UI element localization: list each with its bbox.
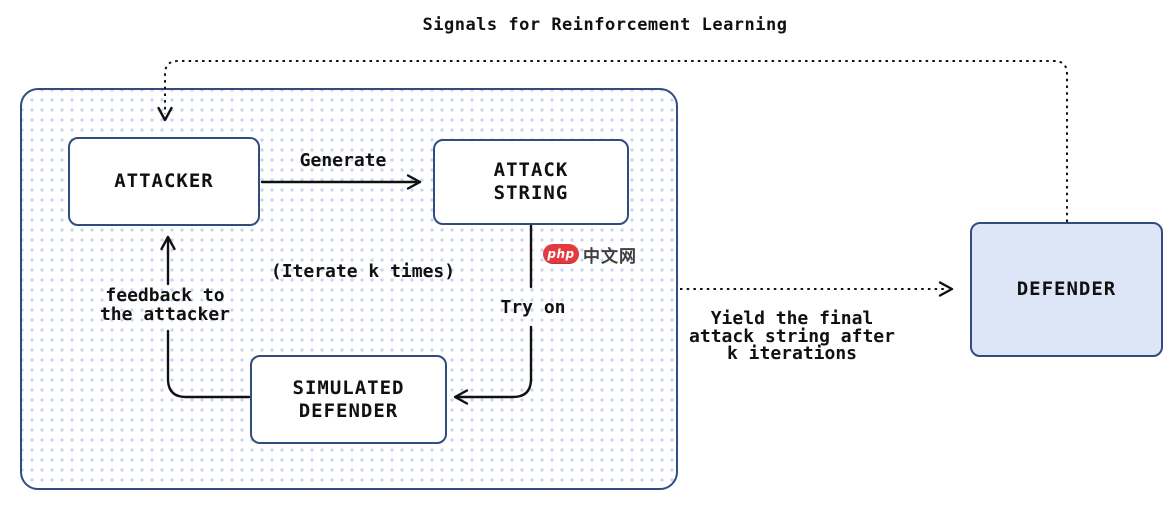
php-logo-badge-icon: php [543,244,579,264]
yield-edge-label: Yield the final attack string after k it… [682,310,902,363]
php-cn-watermark-text: 中文网 [583,246,637,267]
attack-string-label-line2: STRING [493,182,569,204]
attacker-label: ATTACKER [114,170,214,192]
diagram-title: Signals for Reinforcement Learning [422,15,788,35]
yield-edge-label-line1: Yield the final [710,308,874,329]
yield-edge-label-line3: k iterations [726,343,858,364]
yield-arrowhead [938,281,954,297]
feedback-edge-label: feedback to the attacker [75,285,255,325]
simulated-defender-label-line1: SIMULATED [292,376,405,399]
simulated-defender-label-line2: DEFENDER [298,399,399,422]
php-cn-watermark: php 中文网 [543,243,637,267]
feedback-edge-label-line1: feedback to [105,285,225,306]
attack-string-label-line1: ATTACK [493,159,569,181]
yield-edge-label-line2: attack string after [689,325,895,347]
attacker-node: ATTACKER [68,137,260,226]
defender-node: DEFENDER [970,222,1163,357]
defender-label: DEFENDER [1016,278,1117,300]
iterate-annotation: (Iterate k times) [270,261,456,282]
simulated-defender-node: SIMULATED DEFENDER [250,355,447,444]
try-on-edge-label: Try on [500,297,566,318]
attack-string-node: ATTACK STRING [433,139,629,225]
feedback-edge-label-line2: the attacker [99,303,231,325]
generate-edge-label: Generate [299,150,387,171]
